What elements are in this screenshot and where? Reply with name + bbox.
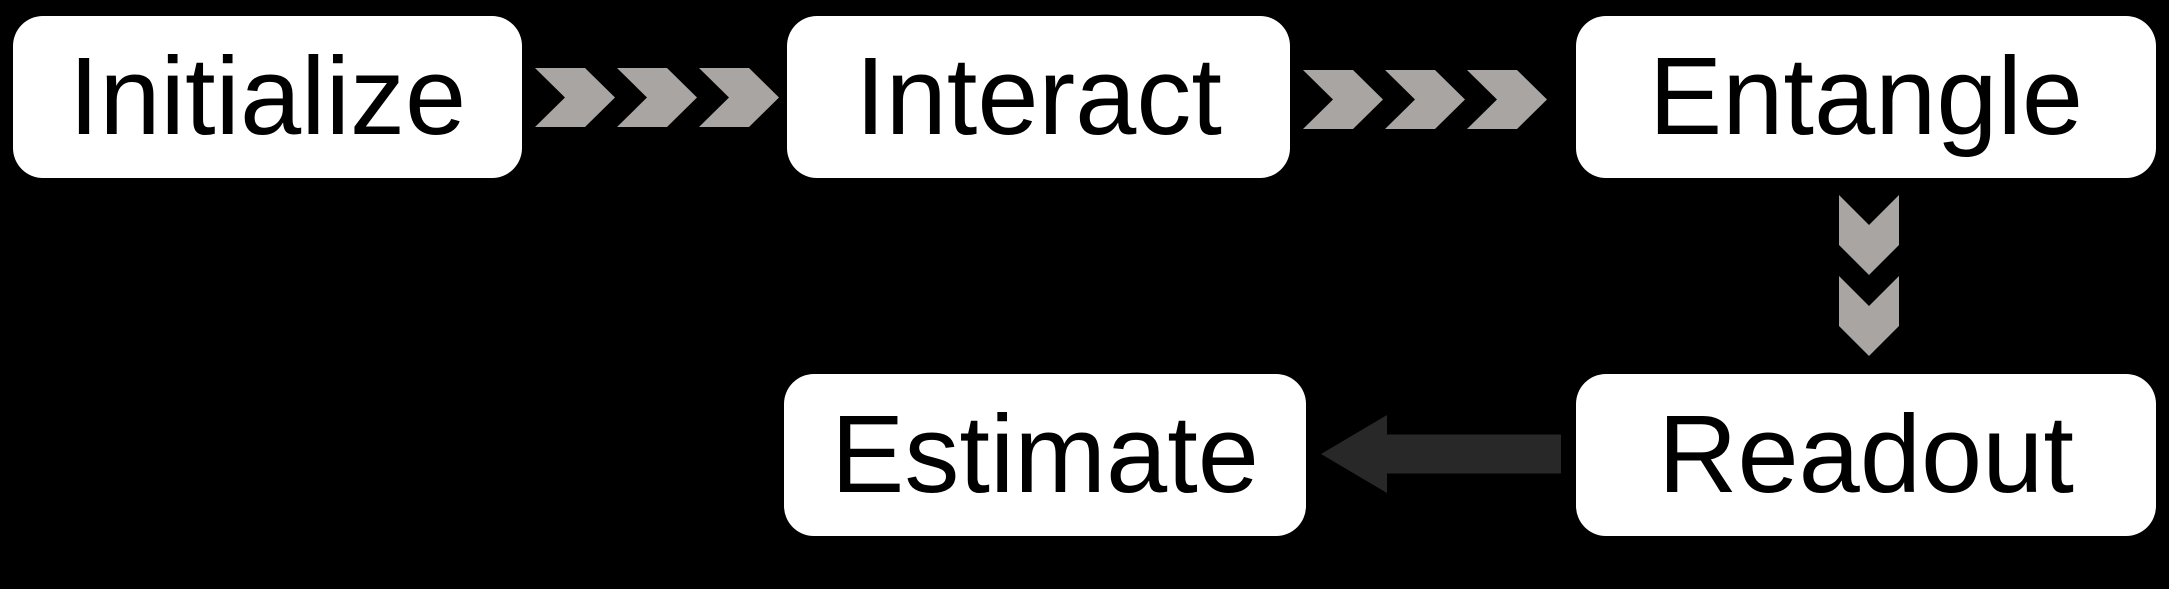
chevron-down-icon bbox=[1839, 195, 1899, 275]
node-estimate: Estimate bbox=[784, 374, 1306, 536]
chevron-right-icon bbox=[1303, 70, 1383, 129]
connector-interact-to-entangle bbox=[1303, 70, 1547, 129]
node-interact: Interact bbox=[787, 16, 1290, 178]
arrow-left-icon bbox=[1321, 415, 1561, 493]
chevron-down-icon bbox=[1839, 276, 1899, 356]
chevron-right-icon bbox=[1467, 70, 1547, 129]
chevron-right-icon bbox=[699, 68, 779, 127]
node-interact-label: Interact bbox=[855, 35, 1222, 158]
chevron-right-icon bbox=[535, 68, 615, 127]
node-entangle: Entangle bbox=[1576, 16, 2156, 178]
node-readout-label: Readout bbox=[1658, 393, 2074, 516]
node-initialize-label: Initialize bbox=[68, 35, 467, 158]
chevron-right-icon bbox=[617, 68, 697, 127]
connector-initialize-to-interact bbox=[535, 68, 779, 127]
connector-entangle-to-readout bbox=[1839, 195, 1899, 356]
node-entangle-label: Entangle bbox=[1648, 35, 2084, 158]
node-readout: Readout bbox=[1576, 374, 2156, 536]
node-initialize: Initialize bbox=[13, 16, 522, 178]
chevron-right-icon bbox=[1385, 70, 1465, 129]
node-estimate-label: Estimate bbox=[831, 393, 1259, 516]
